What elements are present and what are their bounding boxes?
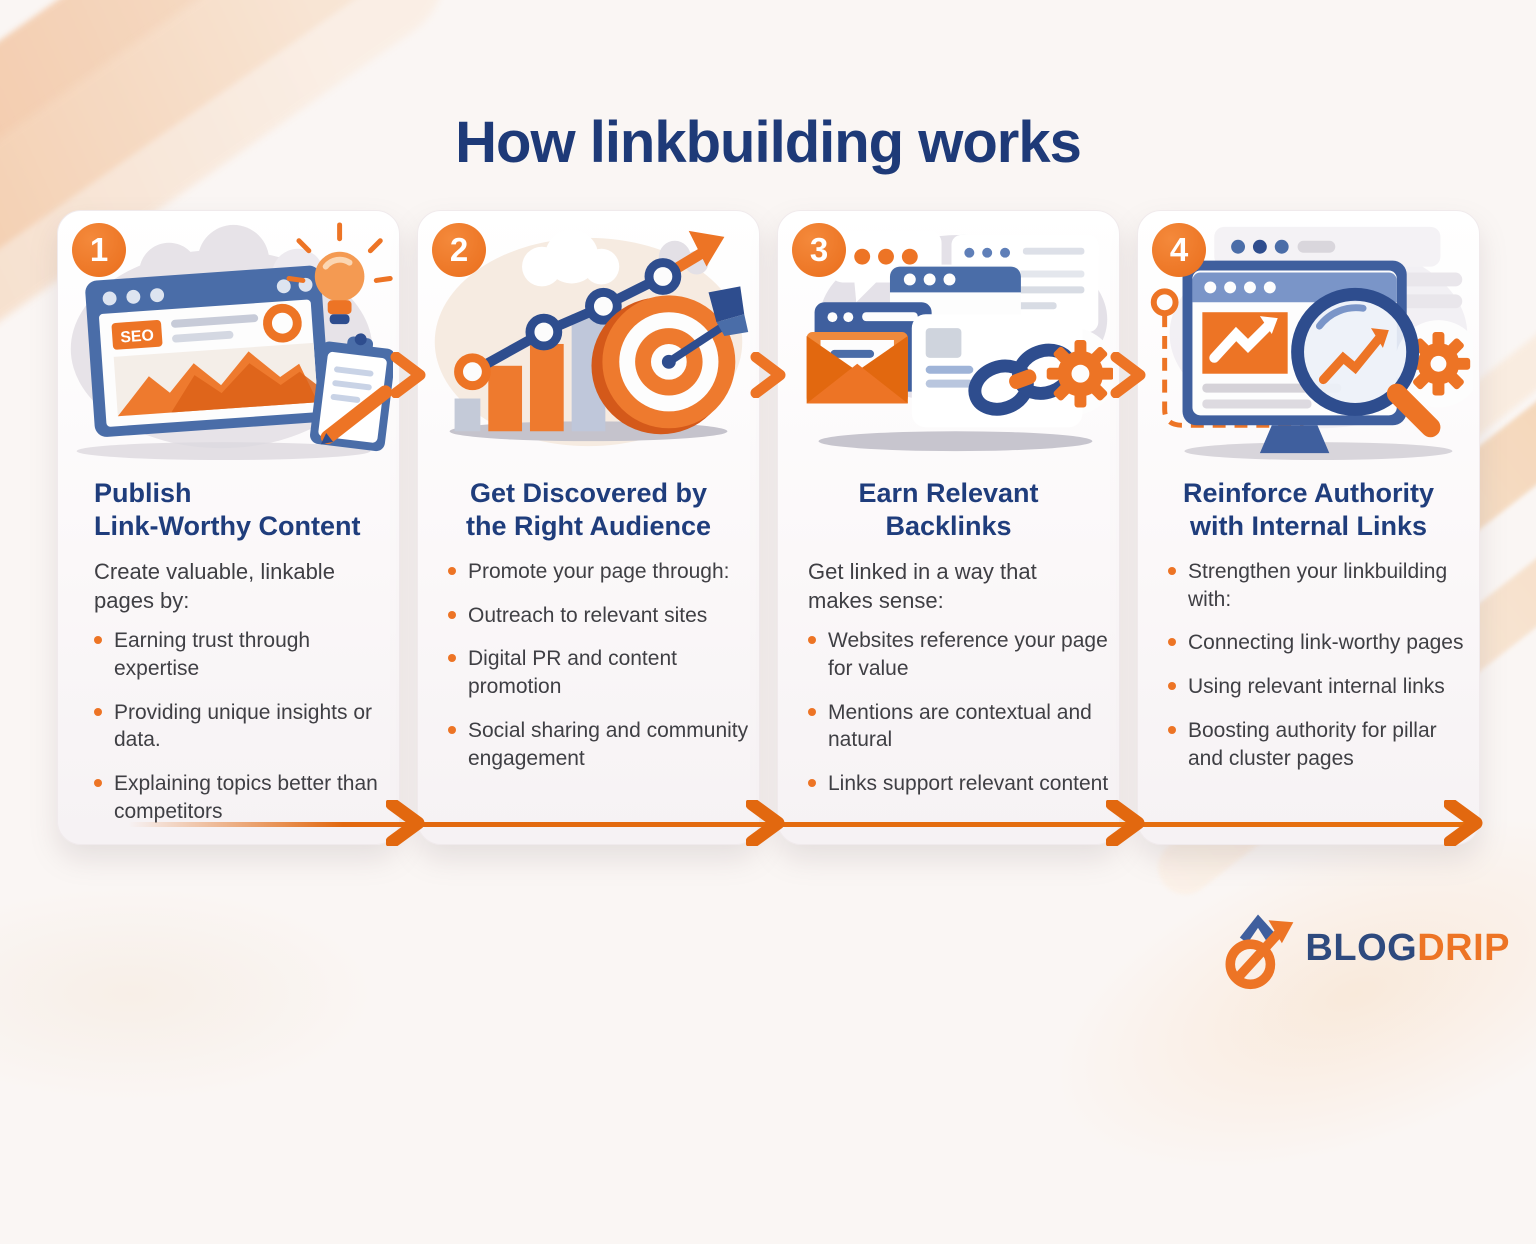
step-number-badge: 4 xyxy=(1152,223,1206,277)
arrow-head xyxy=(688,230,725,267)
pencil-icon xyxy=(320,385,393,445)
step-card-publish: 1 SEO xyxy=(57,210,400,845)
shadow xyxy=(76,442,371,461)
flow-arrowhead-icon xyxy=(1105,797,1146,849)
svg-text:SEO: SEO xyxy=(120,327,155,346)
bullet-dot xyxy=(94,779,102,787)
list-item: Digital PR and content promotion xyxy=(448,645,753,700)
brand-logo: BLOGDRIP xyxy=(1215,906,1510,990)
flow-arrowhead-icon xyxy=(1443,797,1484,849)
step4-illustration xyxy=(1138,211,1479,463)
bullet-dot xyxy=(448,566,456,575)
step-number-badge: 1 xyxy=(72,223,126,277)
ring-icon xyxy=(263,303,302,343)
bullet-dot xyxy=(94,636,102,645)
bullet-dot xyxy=(808,707,816,716)
page-title: How linkbuilding works xyxy=(455,109,1082,175)
bullet-dot xyxy=(448,654,456,663)
shadow xyxy=(818,431,1093,452)
bullet-dot xyxy=(808,636,816,645)
step2-illustration xyxy=(418,211,759,463)
step-intro: Get linked in a way that makes sense: xyxy=(808,558,1037,613)
dashed-path-icon xyxy=(1150,288,1304,428)
flow-chevron-icon xyxy=(749,351,789,399)
target-icon xyxy=(591,286,749,435)
browser-seo-illustration: SEO xyxy=(70,222,393,461)
step-bullet-list: Websites reference your page for value M… xyxy=(778,627,1119,798)
step-number-badge: 2 xyxy=(432,223,486,277)
magnifier-handle xyxy=(1386,383,1441,438)
list-item: Using relevant internal links xyxy=(1168,673,1473,701)
bullet-dot xyxy=(1168,566,1176,575)
monitor-stand xyxy=(1259,425,1330,454)
browser-window-icon: SEO xyxy=(85,265,331,437)
list-item: Connecting link-worthy pages xyxy=(1168,629,1473,657)
list-item: Strengthen your linkbuilding with: xyxy=(1168,558,1473,613)
bullet-dot xyxy=(448,610,456,619)
flow-timeline xyxy=(128,822,1472,827)
step-intro: Create valuable, linkable pages by: xyxy=(94,558,335,613)
step-card-get-discovered: 2 xyxy=(417,210,760,845)
list-item: Social sharing and community engagement xyxy=(448,717,753,772)
step3-illustration xyxy=(778,211,1119,463)
list-item: Websites reference your page for value xyxy=(808,627,1113,682)
list-item: Earning trust through expertise xyxy=(94,627,393,682)
gear-icon xyxy=(1046,339,1113,408)
brand-name: BLOGDRIP xyxy=(1305,926,1510,969)
magnifier-icon xyxy=(1291,287,1441,438)
growth-target-illustration xyxy=(434,229,749,447)
step-card-earn-backlinks: 3 xyxy=(777,210,1120,845)
bullet-dot xyxy=(1168,638,1176,647)
blogdrip-drop-icon xyxy=(1225,914,1294,990)
clipboard-icon xyxy=(310,333,393,452)
seo-badge xyxy=(111,320,163,350)
flow-chevron-icon xyxy=(1109,351,1149,399)
list-item: Links support relevant content xyxy=(808,770,1113,798)
bullet-dot xyxy=(808,779,816,787)
flow-arrowhead-icon xyxy=(385,797,426,849)
flow-arrowhead-icon xyxy=(745,797,786,849)
step-card-reinforce-authority: 4 xyxy=(1137,210,1480,845)
bullet-dot xyxy=(1168,682,1176,691)
step-bullet-list: Promote your page through: Outreach to r… xyxy=(418,558,759,772)
lightbulb-icon xyxy=(286,222,393,325)
list-item: Providing unique insights or data. xyxy=(94,699,393,754)
backlinks-illustration xyxy=(806,230,1113,452)
bullet-dot xyxy=(448,725,456,734)
list-item: Promote your page through: xyxy=(448,558,753,586)
bar-chart-icon xyxy=(454,314,606,432)
internal-links-illustration xyxy=(1150,226,1473,461)
envelope-icon xyxy=(806,332,908,404)
step1-illustration: SEO xyxy=(58,211,399,463)
list-item: Mentions are contextual and natural xyxy=(808,699,1113,754)
browser-bar-back-icon xyxy=(1214,226,1463,309)
list-item: Outreach to relevant sites xyxy=(448,602,753,630)
dart-icon xyxy=(666,320,729,366)
steps-row: 1 SEO xyxy=(57,210,1480,845)
bullet-dot xyxy=(94,707,102,716)
list-item: Boosting authority for pillar and cluste… xyxy=(1168,717,1473,772)
list-item: Explaining topics better than competitor… xyxy=(94,770,393,825)
step-bullet-list: Strengthen your linkbuilding with: Conne… xyxy=(1138,558,1479,772)
bullet-dot xyxy=(1168,725,1176,734)
step-bullet-list: Earning trust through expertise Providin… xyxy=(58,627,399,825)
growth-line-icon xyxy=(454,230,725,391)
flow-chevron-icon xyxy=(389,351,429,399)
step-number-badge: 3 xyxy=(792,223,846,277)
background-swirl-bottom-left xyxy=(0,884,380,1104)
